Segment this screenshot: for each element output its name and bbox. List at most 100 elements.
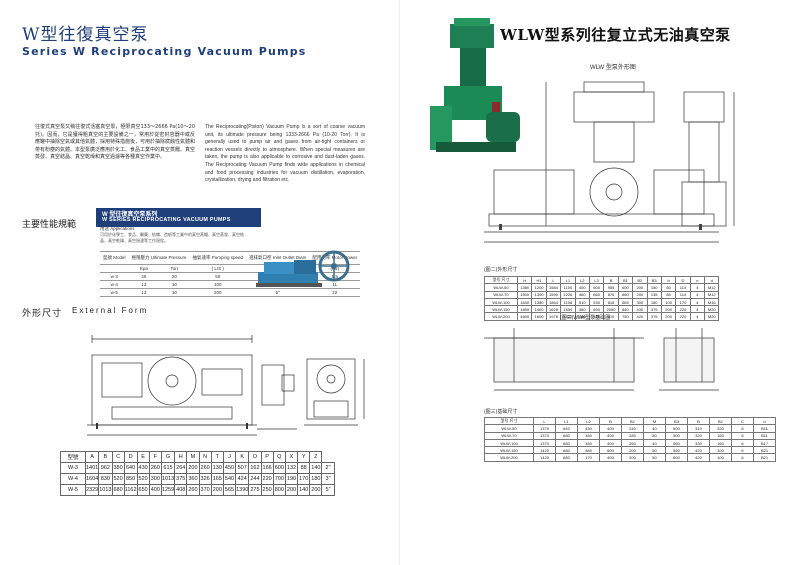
table-cell: 420 [687, 446, 710, 455]
table-cell: 1259 [160, 484, 176, 496]
table-cell: 1380 [516, 283, 533, 292]
table-header-cell: L1 [560, 275, 576, 285]
table-cell: 50 [189, 272, 247, 281]
table-cell: 40 [643, 424, 666, 433]
table-cell: 20 [159, 272, 190, 281]
table-cell: 200 [284, 484, 299, 496]
table-cell: 400 [599, 431, 622, 440]
perf-header-cell: 極限壓力 Ultimate Pressure [128, 251, 190, 265]
table-cell: 510 [574, 297, 590, 307]
table-cell: 680 [555, 431, 578, 440]
table-cell: 180 [309, 473, 323, 485]
table-cell: WLW-150 [484, 305, 518, 314]
table-cell: 326 [198, 473, 212, 485]
table-cell: 320 [709, 424, 732, 433]
table-cell: 660 [617, 290, 634, 299]
table-cell: 450 [222, 462, 237, 474]
table-cell: 180 [577, 438, 600, 448]
table-cell: 280 [621, 431, 644, 440]
table-header-cell: X [284, 451, 299, 463]
table-cell: 200 [660, 312, 677, 321]
table-cell: 150 [646, 283, 662, 292]
table-cell: 1584 [545, 283, 562, 292]
table-cell: 640 [555, 424, 578, 433]
intro-text-en: The Reciprocating(Piston) Vacuum Pump is… [205, 124, 365, 184]
table-header-cell: G [160, 451, 176, 463]
table-cell: 300 [632, 297, 648, 307]
table-cell: 114 [675, 290, 691, 299]
table-header-cell: L [533, 416, 556, 426]
table-cell: 1590 [545, 290, 562, 299]
table-cell: 2329 [84, 484, 100, 496]
table-header-cell: T [210, 451, 224, 463]
table-cell: 520 [136, 473, 150, 485]
table-cell: 200 [189, 288, 247, 297]
table-cell: 400 [599, 438, 622, 448]
table-header-cell: H [516, 275, 533, 285]
table-cell: 955 [603, 283, 619, 292]
table-cell: M12 [704, 283, 720, 292]
table-cell: 830 [98, 473, 113, 485]
table-header-cell: M [643, 416, 666, 426]
table-cell: 4 [689, 297, 706, 307]
table-cell: 360 [186, 473, 200, 485]
table-cell: 520 [111, 473, 125, 485]
table-cell: 13 [128, 280, 160, 289]
table-cell: 170 [577, 453, 600, 462]
wlw-pump-photo [430, 18, 520, 152]
table-header-cell: B3 [665, 416, 688, 426]
table-cell: M16 [704, 297, 720, 307]
w-pump-photo [256, 250, 350, 287]
table-header-cell: Z [309, 451, 323, 463]
table-header-cell: C [731, 416, 754, 426]
left-title-cn: W型往復真空泵 [22, 25, 149, 45]
table-cell: B17 [753, 438, 776, 448]
table-cell: 1420 [533, 453, 556, 462]
table-header-cell: J [222, 451, 237, 463]
table-cell: 460 [574, 290, 590, 299]
table-header-cell: d [753, 416, 776, 426]
table-cell: 200 [621, 453, 644, 462]
table-cell: 13 [128, 288, 160, 297]
table-header-cell: B3 [646, 275, 662, 285]
table-cell: M12 [704, 290, 720, 299]
table-cell: 200 [621, 446, 644, 455]
table-cell: 1604 [84, 473, 100, 485]
table-header-cell: B1 [617, 275, 634, 285]
table-cell: 1200 [531, 283, 547, 292]
table-cell: 1108 [560, 297, 576, 307]
table-cell: 1600 [531, 312, 547, 321]
table-cell: 700 [272, 473, 286, 485]
table-cell: 200 [210, 484, 224, 496]
table-cell: 680 [555, 446, 578, 455]
table-cell: 130 [210, 462, 224, 474]
table-cell: 380 [574, 305, 590, 314]
table-cell: 6 [731, 453, 754, 462]
table-cell: B21 [753, 446, 776, 455]
table-cell: w-5 [100, 288, 129, 297]
table-cell: 220 [260, 473, 274, 485]
table-cell: 250 [260, 484, 274, 496]
external-form-label-en: External Form [72, 306, 149, 315]
table-cell: 375 [174, 473, 188, 485]
page-divider [399, 0, 400, 565]
table-header-cell: H [174, 451, 188, 463]
table-header-cell: B2 [632, 275, 648, 285]
table-cell: 170 [675, 297, 691, 307]
table-cell: 200 [632, 283, 648, 292]
table-header-cell: L [545, 275, 562, 285]
table-cell: 1628 [545, 305, 562, 314]
table-cell: 26 [128, 272, 160, 281]
series-banner-en: W SERIES RECIPROCATING VACUUM PUMPS [102, 217, 231, 223]
table-cell: 260 [148, 462, 162, 474]
table-cell: 1400 [531, 305, 547, 314]
table-header-cell: L2 [577, 416, 600, 426]
table-cell: 275 [248, 484, 262, 496]
table-cell: 132 [284, 462, 299, 474]
table-cell: 1162 [123, 484, 138, 496]
table-cell: 480 [577, 446, 600, 455]
